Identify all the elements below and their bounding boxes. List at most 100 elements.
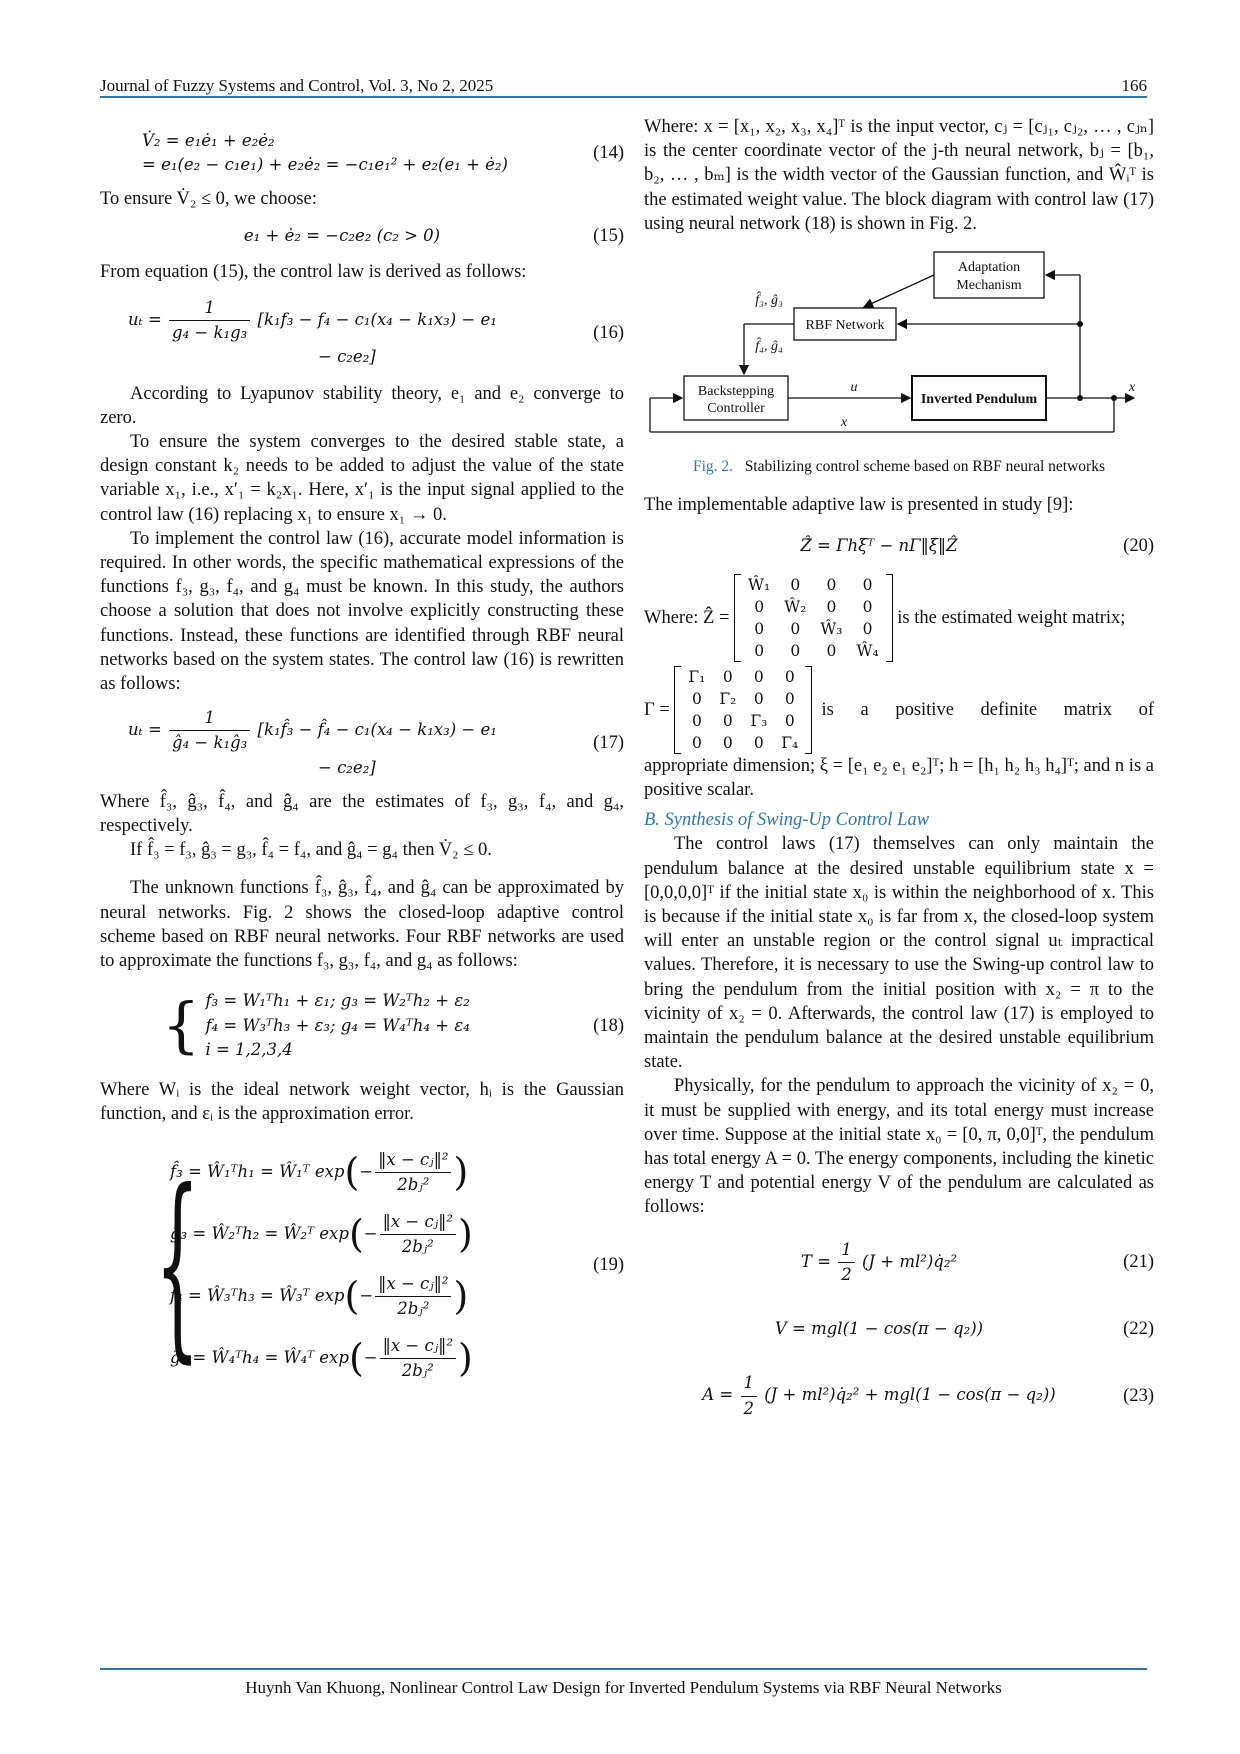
signal-u: u bbox=[851, 380, 858, 395]
z-matrix-cell: 0 bbox=[862, 575, 873, 594]
gamma-matrix-cell: 0 bbox=[691, 711, 702, 730]
equation-15: e₁ + ė₂ = −c₂e₂ (c₂ > 0) (15) bbox=[100, 224, 624, 248]
eq15-number: (15) bbox=[593, 225, 624, 246]
z-matrix-cell: 0 bbox=[862, 619, 873, 638]
eq19-den-3: 2bⱼ² bbox=[375, 1295, 452, 1321]
eq21-num: 1 bbox=[841, 1239, 852, 1259]
paragraph-control-laws: The control laws (17) themselves can onl… bbox=[644, 834, 1154, 1073]
pendulum-label: Inverted Pendulum bbox=[921, 392, 1038, 407]
page-footer: Huynh Van Khuong, Nonlinear Control Law … bbox=[100, 1668, 1147, 1698]
caption-label: Fig. 2. bbox=[693, 458, 734, 476]
gamma-matrix-cell: 0 bbox=[722, 711, 733, 730]
signal-x-feedback: x bbox=[840, 415, 848, 430]
z-matrix-cell: 0 bbox=[790, 641, 801, 660]
z-matrix-cell: 0 bbox=[790, 619, 801, 638]
eq19-den-4: 2bⱼ² bbox=[379, 1357, 456, 1383]
adaptation-label-1: Adaptation bbox=[958, 260, 1020, 275]
gamma-matrix-cell: 0 bbox=[691, 689, 702, 708]
paragraph-adaptive-law: The implementable adaptive law is presen… bbox=[644, 495, 1074, 516]
z-matrix-cell: 0 bbox=[754, 641, 765, 660]
eq19-number: (19) bbox=[593, 1255, 624, 1276]
eq18-line1: f₃ = W₁ᵀh₁ + ε₁; g₃ = W₂ᵀh₂ + ε₂ bbox=[205, 991, 470, 1011]
eq19-line4: ĝ₄ = Ŵ₄ᵀh₄ = Ŵ₄ᵀ exp bbox=[170, 1348, 349, 1368]
adaptation-label-2: Mechanism bbox=[956, 278, 1021, 293]
backstepping-label-1: Backstepping bbox=[698, 384, 774, 399]
equation-14: V̇₂ = e₁ė₁ + e₂ė₂ = e₁(e₂ − c₁e₁) + e₂ė₂… bbox=[100, 129, 624, 177]
gamma-matrix-cell: 0 bbox=[691, 733, 702, 752]
paragraph-energy: Physically, for the pendulum to approach… bbox=[644, 1076, 1154, 1218]
eq16-rhs2: − c₂e₂] bbox=[318, 347, 376, 367]
z-matrix-cell: Ŵ₂ bbox=[784, 597, 807, 616]
eq16-den: g₄ − k₁g₃ bbox=[169, 320, 251, 345]
eq14-line2: = e₁(e₂ − c₁e₁) + e₂ė₂ = −c₁e₁² + e₂(e₁ … bbox=[142, 155, 508, 175]
paragraph-where-x: Where: x = [x₁, x₂, x₃, x₄]ᵀ is the inpu… bbox=[644, 117, 1154, 234]
paragraph-appropriate-dimension: appropriate dimension; ξ = [e₁ e₂ e₁ e₂]… bbox=[644, 755, 1154, 801]
caption-text: Stabilizing control scheme based on RBF … bbox=[744, 458, 1105, 476]
paragraph-lyapunov: According to Lyapunov stability theory, … bbox=[100, 383, 624, 428]
signal-f3g3: f̂₃, ĝ₃ bbox=[755, 291, 783, 308]
z-matrix-cell: 0 bbox=[826, 641, 837, 660]
equation-22: V = mgl(1 − cos(π − q₂)) (22) bbox=[644, 1317, 1154, 1341]
equation-20: Ẑ̇ = Γhξᵀ − nΓ‖ξ‖Ẑ (20) bbox=[644, 534, 1154, 558]
eq23-number: (23) bbox=[1123, 1385, 1154, 1406]
gamma-matrix-cell: Γ₂ bbox=[719, 689, 737, 708]
z-matrix-tail: is the estimated weight matrix; bbox=[897, 607, 1126, 628]
signal-x-out: x bbox=[1128, 380, 1136, 395]
gamma-matrix-tail: is a positive definite matrix of bbox=[821, 699, 1154, 720]
gamma-matrix-cell: 0 bbox=[784, 667, 795, 686]
eq23-rhs: (J + ml²)q̇₂² + mgl(1 − cos(π − q₂)) bbox=[764, 1385, 1056, 1405]
eq19-brace: { bbox=[155, 1148, 200, 1382]
rbf-label: RBF Network bbox=[806, 318, 885, 333]
eq19-num-3: ‖x − cⱼ‖² bbox=[378, 1273, 449, 1293]
z-matrix-cell: 0 bbox=[826, 575, 837, 594]
eq21-den: 2 bbox=[838, 1261, 855, 1287]
eq19-line1: f̂₃ = Ŵ₁ᵀh₁ = Ŵ₁ᵀ exp bbox=[170, 1162, 345, 1182]
journal-title: Journal of Fuzzy Systems and Control, Vo… bbox=[100, 76, 494, 95]
page-number: 166 bbox=[1121, 76, 1148, 95]
eq20-number: (20) bbox=[1123, 535, 1154, 556]
z-matrix-cell: 0 bbox=[826, 597, 837, 616]
eq14-number: (14) bbox=[593, 143, 624, 164]
gamma-matrix-cell: 0 bbox=[784, 711, 795, 730]
z-matrix-cell: 0 bbox=[790, 575, 801, 594]
z-matrix-cell: 0 bbox=[754, 597, 765, 616]
eq19-den-2: 2bⱼ² bbox=[379, 1233, 456, 1259]
signal-f4g4: f̂₄, ĝ₄ bbox=[755, 337, 783, 354]
eq15-body: e₁ + ė₂ = −c₂e₂ (c₂ > 0) bbox=[243, 225, 441, 245]
section-heading-swing-up: B. Synthesis of Swing-Up Control Law bbox=[644, 810, 930, 831]
gamma-matrix-cell: Γ₁ bbox=[688, 667, 706, 686]
gamma-matrix-cell: 0 bbox=[753, 733, 764, 752]
gamma-matrix-cell: Γ₄ bbox=[781, 733, 799, 752]
eq17-den: ĝ₄ − k₁ĝ₃ bbox=[169, 730, 251, 755]
eq16-lhs: uₜ = bbox=[128, 310, 162, 330]
eq21-number: (21) bbox=[1123, 1252, 1154, 1273]
eq16-rhs1: [k₁f₃ − f₄ − c₁(x₄ − k₁x₃) − e₁ bbox=[257, 310, 497, 330]
gamma-matrix-cell: 0 bbox=[753, 689, 764, 708]
eq17-number: (17) bbox=[593, 732, 624, 753]
gamma-matrix-cell: 0 bbox=[722, 667, 733, 686]
eq18-brace: { bbox=[162, 990, 201, 1061]
figure-2-diagram: Adaptation Mechanism RBF Network Backste… bbox=[644, 244, 1154, 451]
figure-2-caption: Fig. 2. Stabilizing control scheme based… bbox=[644, 455, 1154, 479]
eq14-line1: V̇₂ = e₁ė₁ + e₂ė₂ bbox=[142, 131, 275, 150]
eq17-lhs: uₜ = bbox=[128, 720, 162, 740]
where-z-label: Where: Ẑ = bbox=[644, 607, 730, 628]
backstepping-label-2: Controller bbox=[707, 401, 765, 416]
eq18-number: (18) bbox=[593, 1015, 624, 1036]
eq21-lhs: T = bbox=[800, 1251, 831, 1271]
z-matrix-cell: Ŵ₄ bbox=[856, 641, 879, 660]
z-matrix-cell: Ŵ₃ bbox=[820, 619, 843, 638]
eq19-num-1: ‖x − cⱼ‖² bbox=[378, 1149, 449, 1169]
z-matrix-cell: Ŵ₁ bbox=[748, 575, 771, 594]
eq19-num-2: ‖x − cⱼ‖² bbox=[382, 1211, 453, 1231]
gamma-matrix-cell: 0 bbox=[753, 667, 764, 686]
